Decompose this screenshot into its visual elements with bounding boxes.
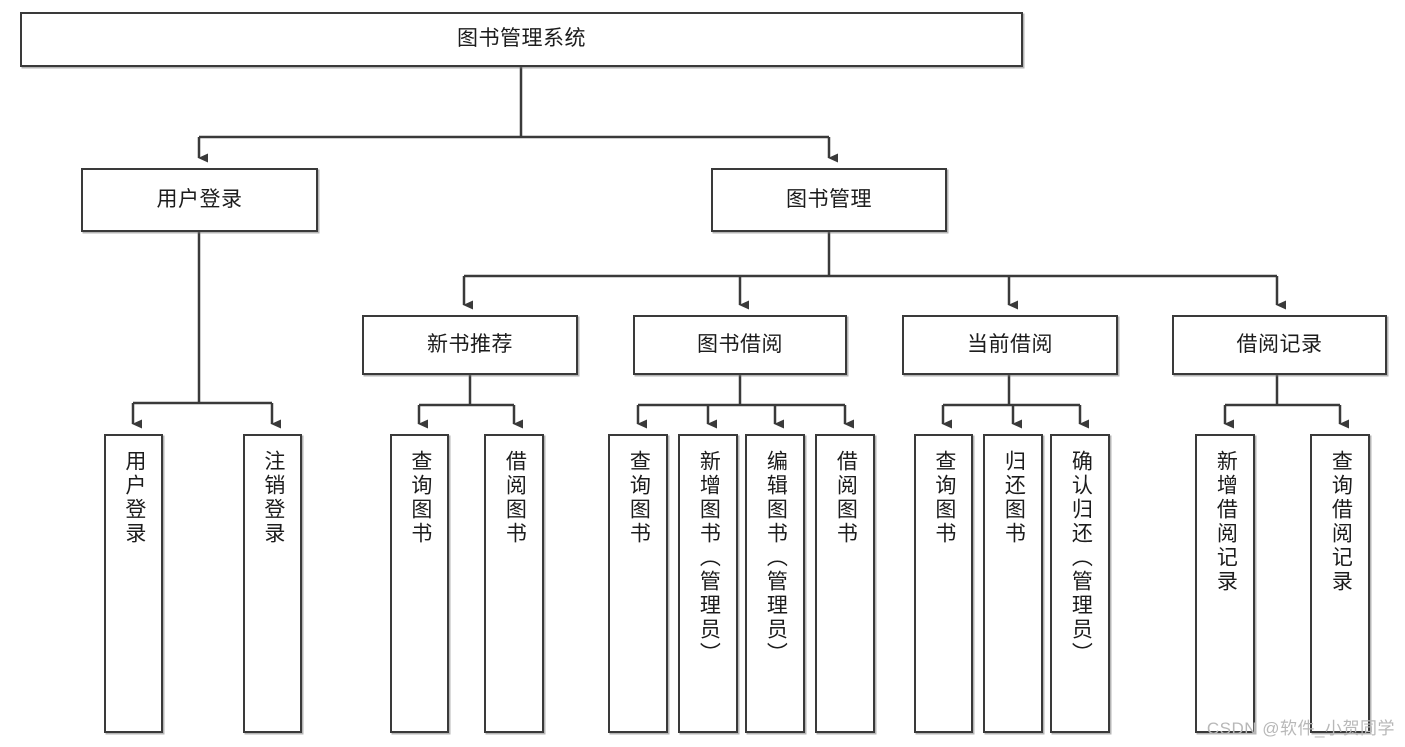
node-leaf-edit-book-label: 编辑图书（管理员） bbox=[764, 450, 788, 666]
node-leaf-query-book-1-label: 查询图书 bbox=[408, 450, 432, 546]
node-book-manage[interactable]: 图书管理 bbox=[711, 168, 947, 232]
watermark-text: CSDN @软件_小贺同学 bbox=[1206, 719, 1395, 738]
node-leaf-query-book-2-label: 查询图书 bbox=[627, 450, 651, 546]
node-leaf-query-book-1[interactable]: 查询图书 bbox=[390, 434, 449, 733]
node-leaf-return-book-label: 归还图书 bbox=[1002, 450, 1026, 546]
node-book-borrow[interactable]: 图书借阅 bbox=[633, 315, 847, 375]
node-leaf-edit-book[interactable]: 编辑图书（管理员） bbox=[745, 434, 805, 733]
node-leaf-query-book-3[interactable]: 查询图书 bbox=[914, 434, 973, 733]
node-leaf-query-borrow-record[interactable]: 查询借阅记录 bbox=[1310, 434, 1370, 733]
node-user-login-label: 用户登录 bbox=[156, 187, 243, 211]
node-root-title-label: 图书管理系统 bbox=[457, 27, 586, 51]
node-user-login[interactable]: 用户登录 bbox=[81, 168, 318, 232]
node-root-title[interactable]: 图书管理系统 bbox=[20, 12, 1023, 67]
node-leaf-borrow-book-2-label: 借阅图书 bbox=[834, 450, 858, 546]
node-leaf-add-borrow-record[interactable]: 新增借阅记录 bbox=[1195, 434, 1255, 733]
node-leaf-confirm-return-label: 确认归还（管理员） bbox=[1069, 450, 1093, 666]
node-leaf-return-book[interactable]: 归还图书 bbox=[983, 434, 1043, 733]
node-leaf-add-book-label: 新增图书（管理员） bbox=[697, 450, 721, 666]
node-leaf-borrow-book-1[interactable]: 借阅图书 bbox=[484, 434, 544, 733]
node-leaf-query-book-2[interactable]: 查询图书 bbox=[608, 434, 668, 733]
node-leaf-borrow-book-1-label: 借阅图书 bbox=[503, 450, 527, 546]
node-leaf-borrow-book-2[interactable]: 借阅图书 bbox=[815, 434, 875, 733]
node-book-manage-label: 图书管理 bbox=[786, 187, 872, 211]
node-book-borrow-label: 图书借阅 bbox=[697, 332, 783, 356]
node-borrow-record-label: 借阅记录 bbox=[1236, 332, 1323, 356]
node-current-borrow-label: 当前借阅 bbox=[967, 332, 1053, 356]
node-leaf-query-borrow-record-label: 查询借阅记录 bbox=[1329, 450, 1353, 594]
node-leaf-query-book-3-label: 查询图书 bbox=[932, 450, 956, 546]
node-new-book-recommend-label: 新书推荐 bbox=[427, 332, 513, 356]
node-leaf-confirm-return[interactable]: 确认归还（管理员） bbox=[1050, 434, 1110, 733]
node-borrow-record[interactable]: 借阅记录 bbox=[1172, 315, 1387, 375]
node-leaf-logout-login-label: 注销登录 bbox=[261, 450, 285, 546]
node-leaf-add-book[interactable]: 新增图书（管理员） bbox=[678, 434, 738, 733]
node-current-borrow[interactable]: 当前借阅 bbox=[902, 315, 1118, 375]
node-new-book-recommend[interactable]: 新书推荐 bbox=[362, 315, 578, 375]
node-leaf-user-login[interactable]: 用户登录 bbox=[104, 434, 163, 733]
node-leaf-logout-login[interactable]: 注销登录 bbox=[243, 434, 302, 733]
node-leaf-user-login-label: 用户登录 bbox=[122, 450, 146, 546]
node-leaf-add-borrow-record-label: 新增借阅记录 bbox=[1214, 450, 1238, 594]
